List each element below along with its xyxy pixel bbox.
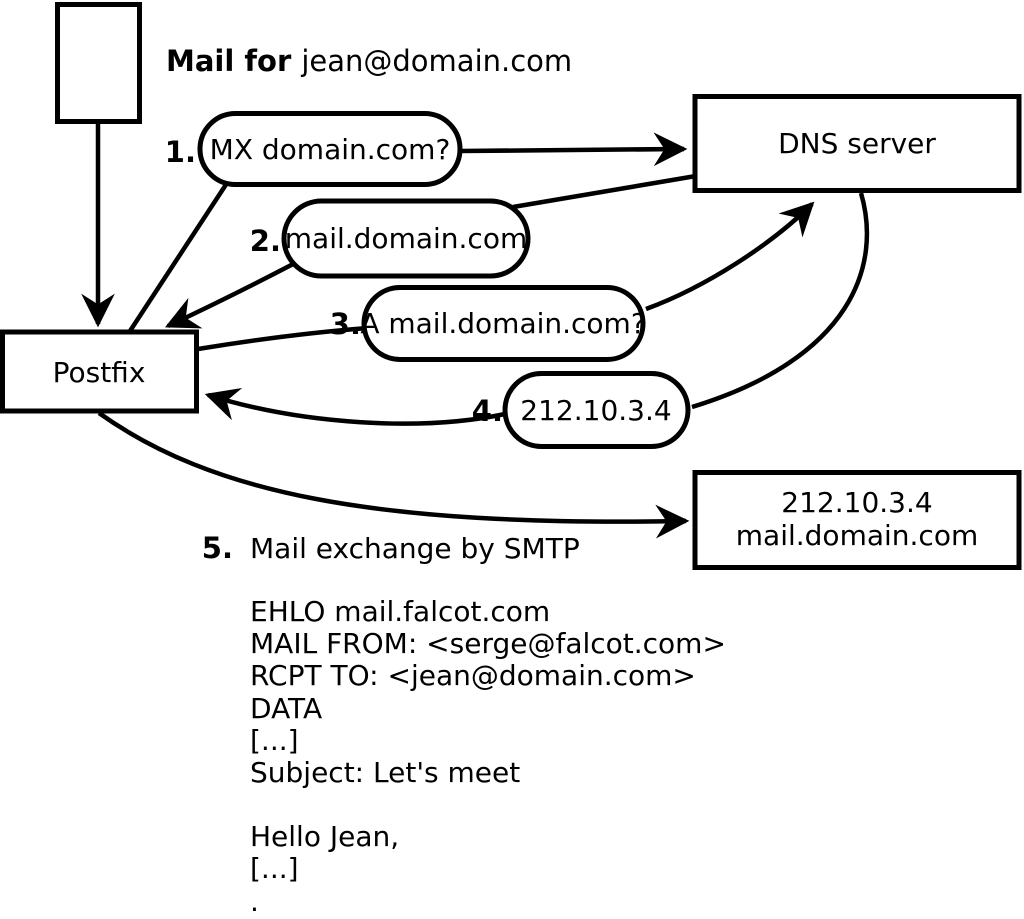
mail-for-address: jean@domain.com (300, 44, 572, 78)
line-step1-to-postfix (128, 181, 229, 333)
step-4-number: 4. (472, 394, 503, 428)
mail-server-node (692, 470, 1022, 570)
smtp-session-line: [...] (250, 852, 299, 885)
smtp-session-line: Hello Jean, (250, 820, 399, 853)
step-1-number: 1. (165, 135, 196, 169)
mail-server-label-ip: 212.10.3.4 (781, 486, 932, 519)
smtp-session-line: Subject: Let's meet (250, 756, 520, 789)
smtp-session-line: RCPT TO: <jean@domain.com> (250, 659, 696, 692)
smtp-session-line: MAIL FROM: <serge@falcot.com> (250, 627, 726, 660)
step-1-bubble (197, 111, 463, 187)
step-3-number: 3. (330, 307, 361, 341)
postfix-label: Postfix (53, 356, 146, 389)
arrow-postfix-to-mailserver (97, 411, 690, 539)
step-5-number: 5. (202, 531, 233, 565)
mail-server-label-host: mail.domain.com (736, 519, 978, 552)
step-3-label: A mail.domain.com? (360, 307, 645, 340)
dns-server-label: DNS server (778, 127, 936, 160)
arrow-step4-to-postfix (204, 388, 506, 426)
dns-server-node (692, 94, 1022, 193)
arrow-step3-to-dns (645, 201, 815, 312)
mail-for-title: Mail for jean@domain.com (166, 44, 572, 78)
step-4-bubble (502, 371, 691, 449)
postfix-node (0, 329, 199, 414)
step-4-label: 212.10.3.4 (520, 394, 671, 427)
step-2-number: 2. (250, 224, 281, 258)
step-5-label: Mail exchange by SMTP (250, 532, 580, 565)
step-1-label: MX domain.com? (210, 133, 451, 166)
mail-message-node (55, 2, 142, 124)
step-3-bubble (361, 285, 646, 362)
mail-for-prefix: Mail for (166, 44, 301, 78)
smtp-session-line: . (250, 885, 259, 918)
step-2-label: mail.domain.com (285, 222, 527, 255)
step-2-bubble (281, 198, 531, 279)
line-dns-to-step4 (691, 192, 870, 410)
smtp-session-line: [...] (250, 724, 299, 757)
smtp-session-line: EHLO mail.falcot.com (250, 595, 550, 628)
line-dns-to-step2 (512, 173, 697, 210)
arrow-step1-to-dns (459, 132, 688, 167)
line-postfix-to-step3 (197, 325, 369, 352)
arrow-step2-to-postfix (164, 260, 299, 329)
smtp-session-line: DATA (250, 692, 322, 725)
